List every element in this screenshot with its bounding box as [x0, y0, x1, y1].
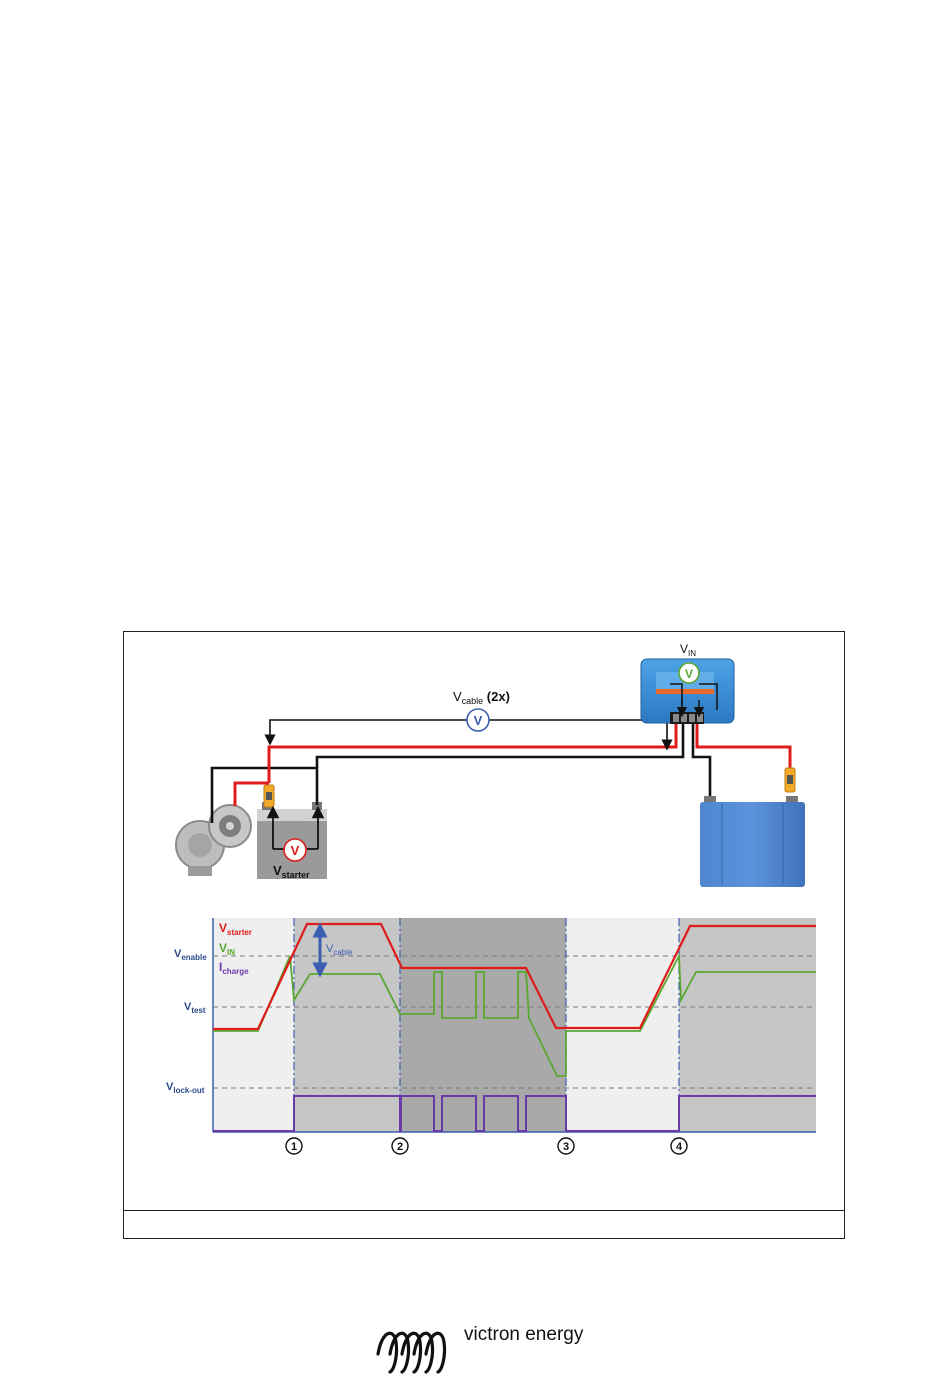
dc-dc-charger-icon: V VIN: [641, 642, 734, 724]
victron-logo-icon: [378, 1333, 445, 1372]
level-vtest-label: Vtest: [184, 1001, 206, 1015]
alternator-icon: [176, 805, 251, 876]
marker-1: 1: [286, 1138, 302, 1154]
marker-2: 2: [392, 1138, 408, 1154]
negative-wires: [212, 723, 710, 823]
marker-3: 3: [558, 1138, 574, 1154]
vin-label: VIN: [680, 642, 696, 658]
marker-4: 4: [671, 1138, 687, 1154]
svg-text:1: 1: [291, 1141, 297, 1153]
service-battery-icon: [700, 796, 805, 887]
svg-text:V: V: [291, 843, 300, 858]
fuse-icon: [264, 785, 274, 807]
level-venable-label: Venable: [174, 948, 207, 962]
svg-text:3: 3: [563, 1141, 569, 1153]
svg-text:V: V: [474, 713, 483, 728]
brand-name: victron energy: [464, 1324, 584, 1345]
svg-text:V: V: [685, 667, 693, 681]
service-fuse-icon: [785, 768, 795, 792]
vcable-measurement: V Vcable (2x): [270, 689, 667, 745]
phase-lockout: [566, 918, 679, 1132]
phase-charging-2: [679, 918, 816, 1132]
victron-energy-logo: victron energy: [372, 1320, 612, 1380]
timing-chart: Vcable Vstarter VIN Icharge Venable Vtes…: [166, 918, 816, 1154]
vcable-label: Vcable (2x): [453, 689, 510, 706]
svg-text:4: 4: [676, 1141, 683, 1153]
svg-text:2: 2: [397, 1141, 403, 1153]
wiring-section: V Vcable (2x) V Vstarter: [176, 642, 805, 887]
level-vlockout-label: Vlock-out: [166, 1081, 205, 1095]
